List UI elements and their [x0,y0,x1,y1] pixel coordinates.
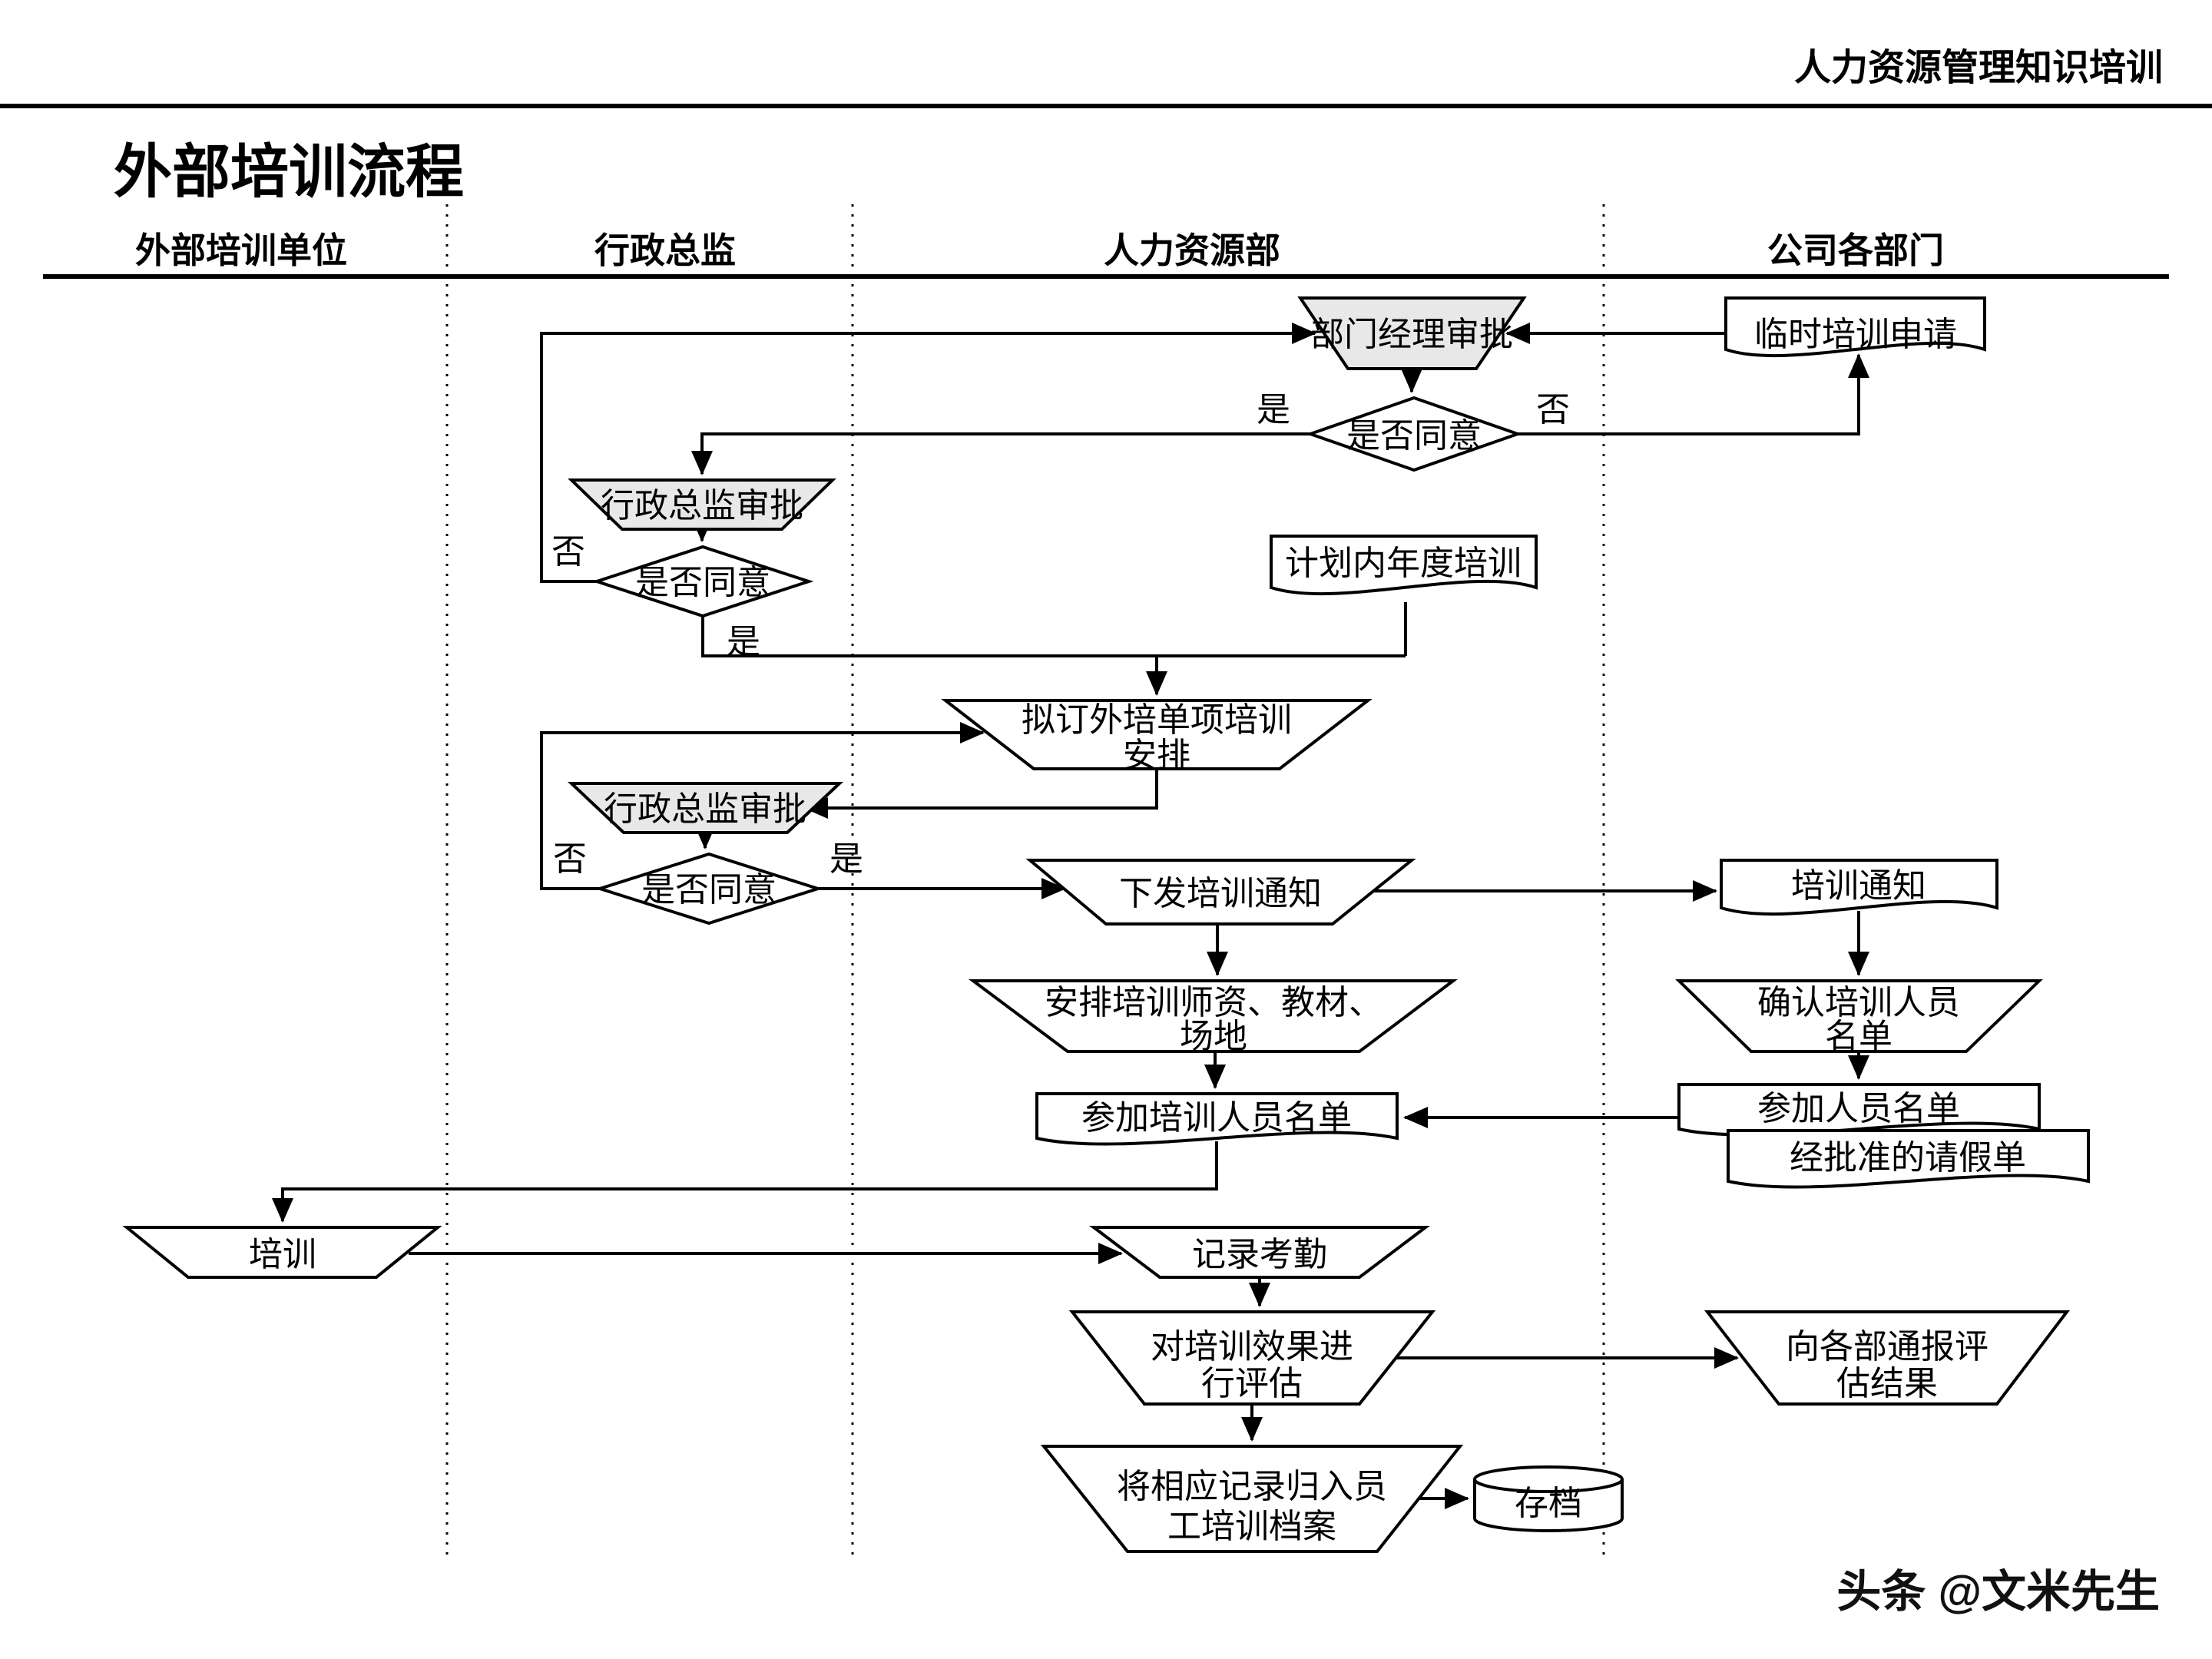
admin-approval1-shape [568,478,836,531]
evaluate-label-line2: 行评估 [1201,1365,1303,1402]
archive-records-label-line2: 工培训档案 [1167,1508,1336,1545]
record-attendance-label: 记录考勤 [1192,1236,1327,1273]
temp-request-label: 临时培训申请 [1754,316,1957,353]
line-decision2-yes-merge [701,616,1406,657]
lane-label-admin-director: 行政总监 [594,230,736,270]
node-training: 培训 [122,1226,442,1279]
confirm-trainees-shape [1675,979,2043,1053]
connector-decision1-yes-to-admin-approval1 [691,432,1310,475]
node-approved-leave-slip: 经批准的请假单 [1727,1129,2090,1189]
node-evaluate-training: 对培训效果进 行评估 [1068,1310,1436,1406]
node-draft-arrangement: 拟订外培单项培训 安排 [941,699,1373,774]
node-decision-agree-3: 是否同意 否 是 [553,840,863,926]
decision1-no-label: 否 [1536,391,1570,429]
node-report-results: 向各部通报评 估结果 [1704,1310,2071,1406]
arrange-resources-label-line1: 安排培训师资、教材、 [1045,984,1382,1022]
node-annual-plan-training: 计划内年度培训 [1270,535,1538,596]
node-participant-list: 参加人员名单 [1677,1083,2041,1137]
connector-draft-to-admin-approval2 [803,769,1158,819]
confirm-trainees-label-line1: 确认培训人员 [1757,984,1960,1022]
page-header: 人力资源管理知识培训 [1794,48,2163,88]
approved-leave-label: 经批准的请假单 [1790,1139,2026,1177]
draft-arrangement-label-line2: 安排 [1123,737,1190,774]
confirm-trainees-label-line2: 名单 [1825,1018,1892,1055]
archive-label: 存档 [1515,1485,1582,1522]
training-shape [122,1226,442,1279]
node-temp-request: 临时培训申请 [1724,296,1986,358]
decision2-label: 是否同意 [635,564,770,601]
node-confirm-trainees: 确认培训人员 名单 [1675,979,2043,1055]
watermark-text: 头条 @文米先生 [1836,1567,2160,1617]
archive-cylinder-body [1473,1479,1624,1532]
admin-approval2-label: 行政总监审批 [604,790,806,828]
node-archive-records: 将相应记录归入员 工培训档案 [1040,1445,1464,1553]
temp-request-document-shape [1724,296,1986,358]
decision1-yes-label: 是 [1257,391,1290,429]
lane-label-hr-dept: 人力资源部 [1104,230,1280,270]
draft-arrangement-label-line1: 拟订外培单项培训 [1022,701,1292,739]
node-archive: 存档 [1473,1465,1624,1532]
decision1-label: 是否同意 [1346,417,1482,455]
node-training-participant-list: 参加培训人员名单 [1035,1092,1399,1146]
training-label: 培训 [249,1236,316,1273]
draft-arrangement-shape [941,699,1373,770]
annual-plan-label: 计划内年度培训 [1285,545,1522,582]
connector-decision1-no-to-temp-request [1518,353,1869,435]
issue-notice-shape [1025,859,1416,926]
node-training-notice: 培训通知 [1720,859,1998,916]
decision3-yes-label: 是 [830,840,863,878]
report-results-shape [1704,1310,2071,1406]
decision2-yes-label: 是 [727,623,760,661]
lane-label-company-depts: 公司各部门 [1767,230,1944,270]
decision1-diamond-shape [1305,396,1523,472]
evaluate-shape [1068,1310,1436,1406]
archive-records-label-line1: 将相应记录归入员 [1117,1468,1387,1505]
annual-plan-document-shape [1270,535,1538,596]
admin-approval2-shape [567,782,844,834]
connector-decision2-no-to-dept-approval [540,323,1316,583]
training-notice-label: 培训通知 [1791,867,1926,905]
participant-list-document-shape [1677,1083,2041,1137]
training-notice-document-shape [1720,859,1998,916]
record-attendance-shape [1089,1226,1430,1279]
archive-records-shape [1040,1445,1464,1553]
node-record-attendance: 记录考勤 [1089,1226,1430,1279]
connector-trainee-list-to-training [272,1141,1218,1223]
node-admin-director-approval-1: 行政总监审批 [568,478,836,531]
decision2-diamond-shape [591,545,814,618]
node-dept-manager-approval: 部门经理审批 [1297,296,1527,370]
page-title: 外部培训流程 [114,140,464,205]
dept-approval-shape [1297,296,1527,370]
node-decision-agree-1: 是否同意 是 否 [1257,391,1570,472]
node-decision-agree-2: 是否同意 否 是 [551,533,814,661]
trainee-list-document-shape [1035,1092,1399,1146]
connector-decision3-no-to-draft [540,722,985,890]
decision3-no-label: 否 [553,840,587,878]
arrange-resources-label-line2: 场地 [1180,1018,1247,1055]
arrange-resources-shape [968,979,1458,1053]
evaluate-label-line1: 对培训效果进 [1151,1328,1353,1366]
decision2-no-label: 否 [551,533,585,571]
dept-approval-label: 部门经理审批 [1310,316,1513,353]
decision3-diamond-shape [594,852,823,926]
archive-cylinder-top [1473,1465,1624,1493]
node-arrange-resources: 安排培训师资、教材、 场地 [968,979,1458,1055]
decision3-label: 是否同意 [641,871,777,909]
approved-leave-document-shape [1727,1129,2090,1189]
admin-approval1-label: 行政总监审批 [601,487,803,525]
issue-notice-label: 下发培训通知 [1119,875,1322,912]
report-results-label-line1: 向各部通报评 [1786,1328,1988,1366]
node-issue-training-notice: 下发培训通知 [1025,859,1416,926]
report-results-label-line2: 估结果 [1836,1365,1938,1402]
lane-label-external-unit: 外部培训单位 [135,230,347,270]
trainee-list-label: 参加培训人员名单 [1081,1099,1352,1137]
participant-list-label: 参加人员名单 [1757,1090,1960,1128]
node-admin-director-approval-2: 行政总监审批 [567,782,844,834]
